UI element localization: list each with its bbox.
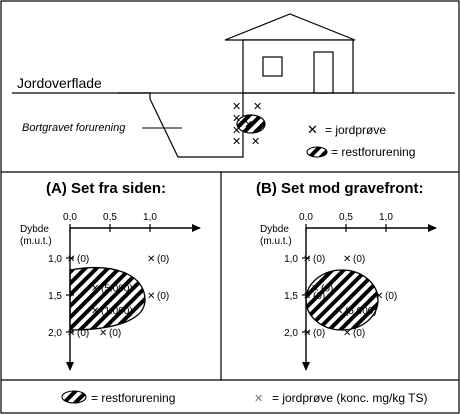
sample-mark: ✕ <box>91 306 99 317</box>
sample-point: ✕(0) <box>99 328 121 339</box>
sample-point: ✕(0) <box>343 328 365 339</box>
x-tick-label: 1,0 <box>379 212 393 223</box>
x-tick-label: 0,5 <box>339 212 353 223</box>
panel-b-title: (B) Set mod gravefront: <box>256 180 424 197</box>
bottom-legend-sample-text: = jordprøve (konc. mg/kg TS) <box>272 391 428 405</box>
sample-mark: ✕ <box>343 254 351 265</box>
top-sample-mark: ✕ <box>253 101 262 113</box>
sample-mark: ✕ <box>147 291 155 302</box>
panel-a-depth-unit: (m.u.t.) <box>20 236 52 247</box>
panel-b-depth-label: Dybde <box>260 224 289 235</box>
top-sample-mark: ✕ <box>232 113 241 125</box>
y-tick-label: 1,0 <box>48 254 62 265</box>
panel-a-residual-area <box>69 267 146 331</box>
sample-label: (0) <box>313 254 325 265</box>
sample-mark: ✕ <box>91 284 99 295</box>
panel-a-depth-label: Dybde <box>20 224 49 235</box>
bottom-sample-icon: ✕ <box>254 393 263 405</box>
x-tick-label: 0,5 <box>103 212 117 223</box>
sample-label: (0) <box>109 328 121 339</box>
y-tick-label: 2,0 <box>48 328 62 339</box>
x-tick-label: 0,0 <box>299 212 313 223</box>
sample-point: ✕(0) <box>303 328 325 339</box>
sample-point: ✕(5.000) <box>91 284 133 295</box>
sample-mark: ✕ <box>67 254 75 265</box>
sample-mark: ✕ <box>147 254 155 265</box>
sample-label: (0) <box>77 254 89 265</box>
sample-point: ✕(0) <box>343 254 365 265</box>
sample-label: (0) <box>321 284 333 295</box>
sample-mark: ✕ <box>99 328 107 339</box>
top-legend-sample-text: = jordprøve <box>325 123 386 137</box>
sample-point: ✕(0) <box>147 254 169 265</box>
sample-label: (5.000) <box>101 284 133 295</box>
y-tick-label: 1,0 <box>284 254 298 265</box>
surface-label: Jordoverflade <box>17 75 102 91</box>
panel-b-depth-unit: (m.u.t.) <box>260 236 292 247</box>
sample-label: (0) <box>353 328 365 339</box>
bottom-legend: = restforurening ✕ = jordprøve (konc. mg… <box>61 390 428 405</box>
y-tick-label: 1,5 <box>284 291 298 302</box>
sample-mark: ✕ <box>303 254 311 265</box>
panel-a-title: (A) Set fra siden: <box>46 180 166 197</box>
sample-point: ✕(0) <box>303 291 325 302</box>
sample-point: ✕(5.000) <box>335 306 377 317</box>
sample-mark: ✕ <box>303 328 311 339</box>
bottom-residual-icon <box>61 390 87 404</box>
y-tick-label: 2,0 <box>284 328 298 339</box>
sample-point: ✕(0) <box>147 291 169 302</box>
panel-a: (A) Set fra siden: Dybde (m.u.t.) 0,0 0,5… <box>20 180 201 371</box>
house <box>224 13 356 94</box>
sample-label: (0) <box>313 291 325 302</box>
top-sample-mark: ✕ <box>251 136 260 148</box>
sample-point: ✕(0) <box>303 254 325 265</box>
sample-mark: ✕ <box>311 284 319 295</box>
top-legend-residual-text: = restforurening <box>331 145 415 159</box>
sample-point: ✕(0) <box>311 284 333 295</box>
sample-point: ✕(0) <box>375 291 397 302</box>
top-legend: ✕ = jordprøve = restforurening <box>306 122 415 159</box>
sample-label: (0) <box>385 291 397 302</box>
sample-point: ✕(0) <box>67 254 89 265</box>
top-sample-mark: ✕ <box>232 101 241 113</box>
sample-label: (1.000) <box>101 306 133 317</box>
sample-label: (0) <box>157 291 169 302</box>
residual-blob-top <box>236 114 266 134</box>
sample-label: (0) <box>157 254 169 265</box>
top-sample-marks: ✕✕✕✕✕✕✕ <box>232 101 262 148</box>
sample-point: ✕(1.000) <box>91 306 133 317</box>
top-sample-mark: ✕ <box>232 136 241 148</box>
sample-label: (0) <box>313 328 325 339</box>
top-sample-mark: ✕ <box>244 119 253 131</box>
panel-b: (B) Set mod gravefront: Dybde (m.u.t.) 0… <box>256 180 437 371</box>
residual-legend-icon <box>306 146 328 158</box>
x-tick-label: 0,0 <box>63 212 77 223</box>
sample-label: (0) <box>353 254 365 265</box>
sample-point: ✕(0) <box>67 328 89 339</box>
sample-mark: ✕ <box>335 306 343 317</box>
top-sample-mark: ✕ <box>232 125 241 137</box>
sample-mark: ✕ <box>303 291 311 302</box>
sample-mark: ✕ <box>67 328 75 339</box>
excavated-label: Bortgravet forurening <box>22 122 126 134</box>
sample-mark: ✕ <box>343 328 351 339</box>
excavation-outline <box>118 92 244 158</box>
sample-mark-icon: ✕ <box>307 122 318 137</box>
sample-label: (0) <box>77 328 89 339</box>
sample-label: (5.000) <box>345 306 377 317</box>
bottom-legend-residual-text: = restforurening <box>91 391 175 405</box>
sample-mark: ✕ <box>375 291 383 302</box>
y-tick-label: 1,5 <box>48 291 62 302</box>
x-tick-label: 1,0 <box>143 212 157 223</box>
